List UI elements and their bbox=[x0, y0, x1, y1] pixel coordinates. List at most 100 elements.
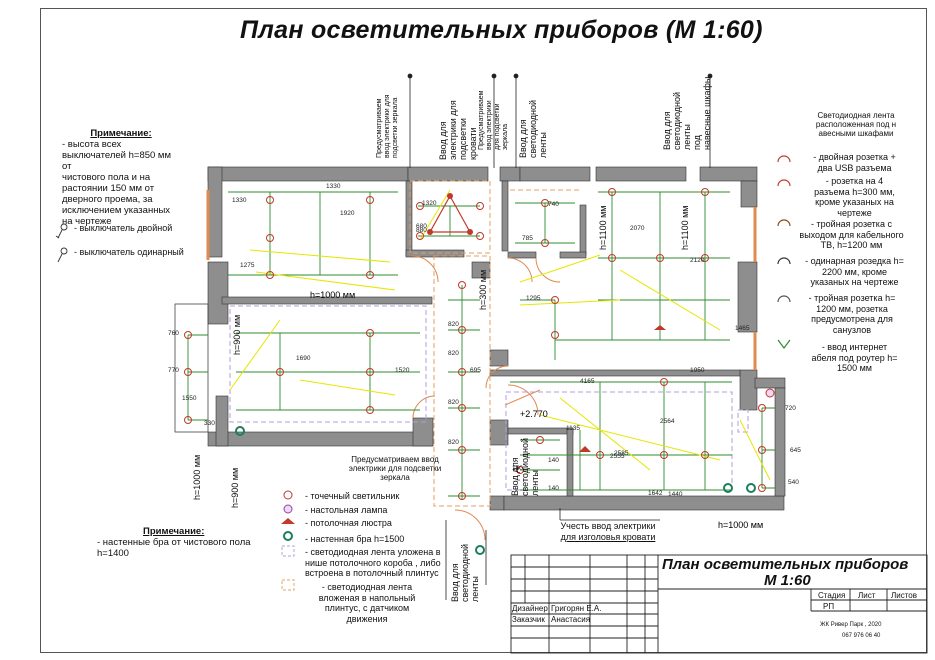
legend-line: - ввод интернет bbox=[821, 342, 888, 352]
note-bottom-line: - настенные бра от чистового пола bbox=[97, 537, 251, 548]
wall bbox=[471, 261, 491, 279]
dimension-label: 820 bbox=[448, 399, 459, 406]
note-top-heading: Примечание: bbox=[90, 128, 152, 139]
legend-line: абеля под роутер h= bbox=[811, 352, 898, 363]
legend-socket-triple: - тройная розетка h= 1200 мм, розетка пр… bbox=[786, 293, 918, 335]
spotlight bbox=[366, 196, 374, 204]
spotlight bbox=[184, 331, 192, 339]
wall-sconce bbox=[235, 426, 245, 436]
spotlight bbox=[266, 234, 274, 242]
legend-table-lamp: - настольная лампа bbox=[305, 505, 388, 515]
spotlight bbox=[596, 451, 604, 459]
spotlight bbox=[184, 416, 192, 424]
dimension-label: 1520 bbox=[395, 367, 410, 374]
switch-double-icon bbox=[55, 235, 60, 239]
spotlight bbox=[701, 254, 709, 262]
chandelier-point bbox=[467, 229, 473, 235]
wire bbox=[418, 205, 480, 237]
spotlight bbox=[660, 378, 668, 386]
switch-single-icon bbox=[57, 253, 63, 263]
tb-project: ЖК Ривер Парк , 2020 bbox=[820, 622, 882, 628]
page-title: План осветительных приборов (М 1:60) bbox=[240, 16, 763, 44]
legend-socket-single: - одинарная розедка h= 2200 мм, кроме ук… bbox=[792, 256, 917, 288]
dimension-label: 1330 bbox=[326, 183, 341, 190]
wall bbox=[407, 166, 489, 182]
legend-socket-usb: - двойная розетка + два USB разъема bbox=[792, 152, 917, 173]
note-bottom-heading: Примечание: bbox=[143, 526, 205, 537]
leader-dot bbox=[513, 73, 519, 79]
internet-icon bbox=[777, 339, 791, 349]
note-top-line: выключателей h=850 мм от bbox=[62, 150, 171, 172]
dimension-label: 1920 bbox=[340, 210, 355, 217]
spotlight bbox=[551, 331, 559, 339]
dimension-label: 680 bbox=[416, 223, 427, 230]
spotlight bbox=[536, 436, 544, 444]
balcony bbox=[174, 303, 209, 433]
led-strip bbox=[229, 305, 427, 423]
walls bbox=[207, 166, 786, 511]
switch-double-icon bbox=[60, 223, 68, 231]
label-line: электрики для подсветки bbox=[348, 464, 442, 473]
socket-usb-icon bbox=[777, 155, 791, 163]
switch-double-label: - выключатель двойной bbox=[74, 223, 173, 233]
legend-line: 1500 мм bbox=[837, 363, 872, 373]
wall bbox=[559, 251, 587, 259]
wall bbox=[774, 387, 786, 497]
led-floor-legend-symbol bbox=[281, 579, 295, 591]
note-top-line: дверного проема, за bbox=[62, 194, 153, 205]
legend-line: кроме указаных на bbox=[815, 197, 894, 207]
legend-line: нише потолочного короба , либо bbox=[305, 557, 441, 568]
door-swing bbox=[535, 257, 561, 283]
ray bbox=[739, 419, 771, 481]
door-swing bbox=[412, 395, 436, 419]
note-top-line: растоянии 150 мм от bbox=[62, 183, 155, 194]
dimension-label: 1950 bbox=[690, 367, 705, 374]
legend-line: 2200 мм, кроме bbox=[821, 266, 888, 277]
spotlights bbox=[184, 188, 766, 500]
tb-scale: М 1:60 bbox=[764, 572, 811, 589]
legend-wall-sconce: - настенная бра h=1500 bbox=[305, 534, 405, 544]
label-line: для изголовья кровати bbox=[560, 531, 656, 542]
spotlight bbox=[184, 368, 192, 376]
wire bbox=[448, 285, 480, 500]
height-label: h=1000 мм bbox=[718, 520, 763, 530]
label-line: зеркала bbox=[380, 473, 410, 482]
note-top-line: чистового пола и на bbox=[62, 172, 151, 183]
dimension-label: 1295 bbox=[526, 295, 541, 302]
spotlight bbox=[458, 446, 466, 454]
label-line: Учесть ввод электрики bbox=[560, 521, 656, 531]
chandelier bbox=[428, 194, 472, 233]
wall bbox=[566, 427, 574, 497]
spotlight bbox=[656, 254, 664, 262]
wall bbox=[737, 261, 758, 333]
dimension-labels: 1330127513206808807857401920207021201295… bbox=[168, 183, 801, 498]
wall-sconce bbox=[746, 483, 756, 493]
title-block-border bbox=[510, 554, 928, 654]
legend-line: плинтус, с датчиком bbox=[324, 603, 410, 613]
legend-chandelier: - потолочная люстра bbox=[305, 518, 392, 528]
led-cabinet-line: авесными шкафами bbox=[818, 129, 894, 138]
dimension-label: 4165 bbox=[580, 378, 595, 385]
table-lamp bbox=[765, 388, 775, 398]
legend-line: движения bbox=[346, 613, 388, 624]
chandelier bbox=[579, 446, 591, 452]
dimension-label: 140 bbox=[548, 485, 559, 492]
wire bbox=[187, 334, 208, 421]
legend-led-ceiling: - светодиодная лента уложена в нише пото… bbox=[305, 547, 441, 579]
led-strip bbox=[433, 255, 491, 507]
switch-single-label: - выключатель одинарный bbox=[74, 247, 184, 257]
spotlight bbox=[458, 326, 466, 334]
wall bbox=[489, 349, 509, 367]
ray bbox=[519, 254, 601, 283]
door-swing bbox=[507, 384, 539, 416]
spotlight bbox=[266, 271, 274, 279]
dimension-label: 2555 bbox=[610, 453, 625, 460]
tb-title: План осветительных приборов bbox=[662, 556, 909, 573]
dimension-label: 880 bbox=[416, 227, 427, 234]
legend-line: - тройная розетка с bbox=[811, 219, 892, 229]
wall bbox=[501, 180, 509, 252]
wall bbox=[699, 166, 758, 182]
ray bbox=[419, 189, 451, 241]
dimension-label: 645 bbox=[790, 447, 801, 454]
